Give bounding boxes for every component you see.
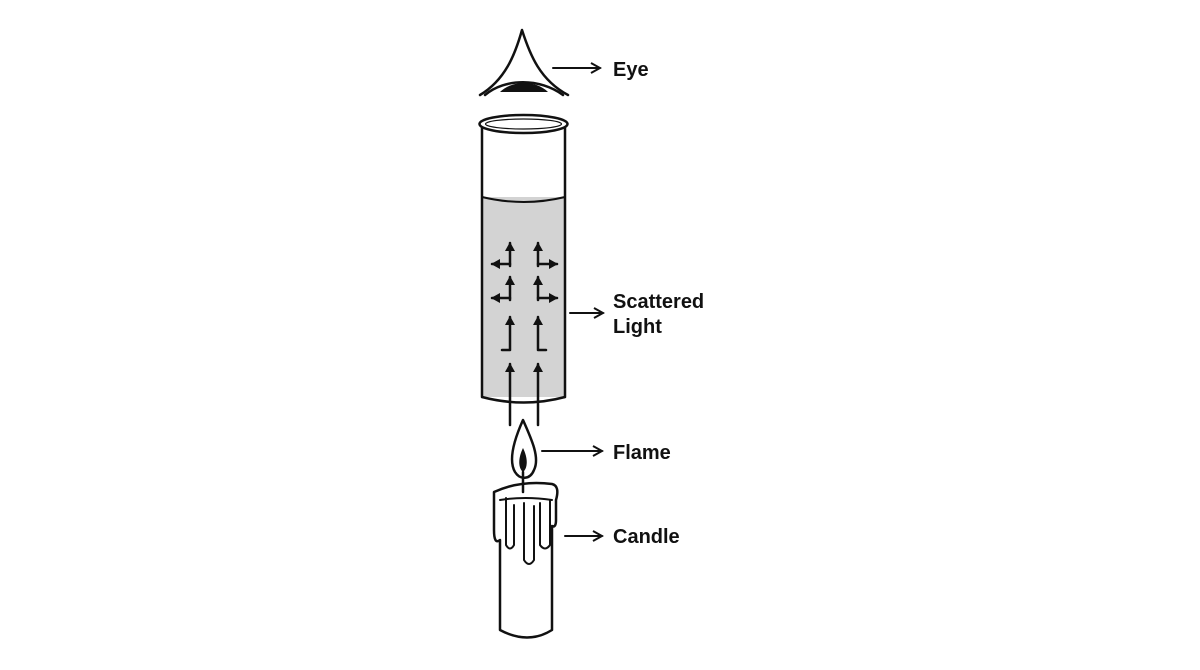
scattered-label-line2: Light	[613, 316, 662, 338]
scattered-label-line1: Scattered	[613, 291, 704, 313]
flame-icon	[510, 418, 538, 494]
scattered-light-arrows	[490, 241, 559, 427]
pointer-arrows	[541, 68, 603, 536]
tube-rim	[478, 113, 569, 135]
candle-label: Candle	[613, 526, 680, 548]
eye-icon	[478, 28, 570, 97]
candle-icon	[492, 481, 559, 639]
test-tube	[478, 113, 569, 404]
flame-label: Flame	[613, 442, 671, 464]
eye-label: Eye	[613, 59, 649, 81]
tube-bottom	[481, 395, 566, 404]
liquid-surface	[481, 196, 566, 203]
